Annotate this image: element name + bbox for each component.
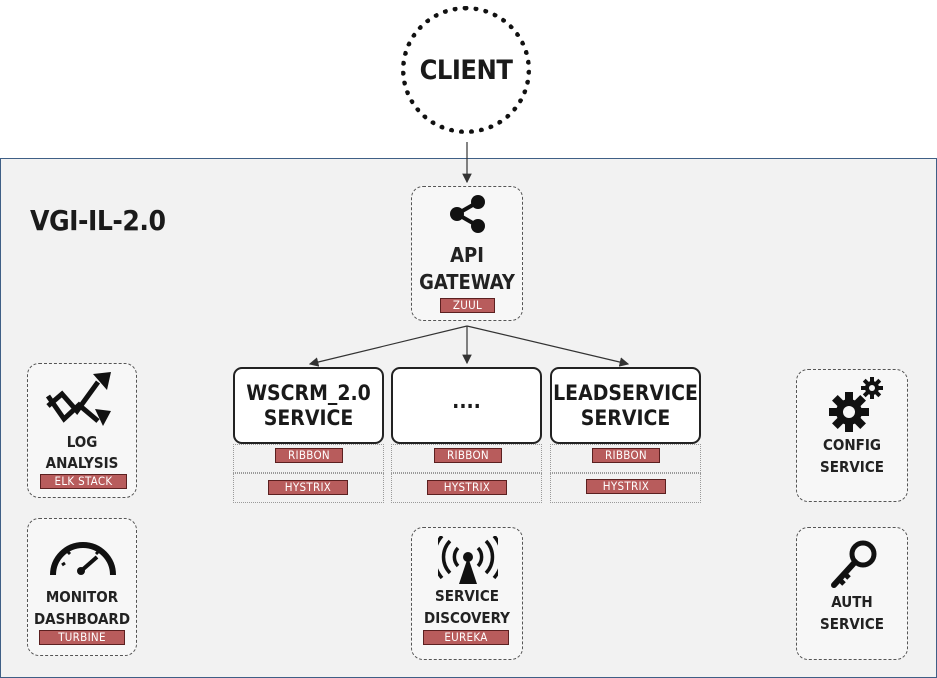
service-1-ribbon-row: [233, 444, 384, 473]
wscrm-service-box: WSCRM_2.0 SERVICE: [233, 367, 384, 444]
gears-icon: [829, 377, 883, 432]
service-2-hystrix-tag: HYSTRIX: [427, 480, 507, 495]
discovery-line2: DISCOVERY: [424, 609, 510, 627]
service-1-line1: WSCRM_2.0: [246, 381, 371, 406]
turbine-tag: TURBINE: [39, 630, 125, 645]
service-3-hystrix-tag: HYSTRIX: [586, 479, 666, 494]
key-icon: [831, 540, 877, 588]
monitor-line2: DASHBOARD: [33, 610, 131, 628]
service-3-ribbon-row: [550, 444, 701, 473]
service-1-ribbon-tag: RIBBON: [275, 448, 343, 463]
placeholder-service-box: ....: [391, 367, 542, 444]
gauge-icon: [50, 542, 116, 576]
api-gateway-line1: API: [450, 243, 484, 267]
api-gateway-line2: GATEWAY: [419, 270, 515, 294]
zuul-tag: ZUUL: [440, 298, 495, 313]
config-service-box: CONFIG SERVICE: [796, 369, 908, 502]
elk-stack-tag: ELK STACK: [40, 474, 127, 489]
share-icon: [450, 195, 485, 233]
auth-line1: AUTH: [831, 593, 873, 611]
auth-line2: SERVICE: [820, 615, 884, 633]
auth-service-box: AUTH SERVICE: [796, 527, 908, 660]
system-title: VGI-IL-2.0: [30, 204, 166, 237]
service-2-line1: ....: [452, 389, 481, 413]
service-3-ribbon-tag: RIBBON: [592, 448, 660, 463]
monitor-dashboard-box: MONITOR DASHBOARD TURBINE: [27, 518, 137, 656]
discovery-line1: SERVICE: [435, 587, 499, 605]
trend-chart-icon: [45, 372, 111, 426]
config-line1: CONFIG: [823, 436, 881, 454]
service-3-line2: SERVICE: [580, 405, 671, 430]
service-discovery-box: SERVICE DISCOVERY EUREKA: [411, 527, 523, 660]
eureka-tag: EUREKA: [423, 630, 509, 645]
leadservice-service-box: LEADSERVICE SERVICE: [550, 367, 701, 444]
service-2-ribbon-tag: RIBBON: [434, 448, 502, 463]
service-3-hystrix-row: [550, 473, 701, 503]
service-1-hystrix-tag: HYSTRIX: [268, 480, 348, 495]
log-line1: LOG: [66, 433, 98, 451]
log-line2: ANALYSIS: [45, 454, 119, 472]
service-2-ribbon-row: [391, 444, 542, 473]
service-1-line2: SERVICE: [263, 405, 354, 430]
client-label: CLIENT: [419, 54, 513, 86]
api-gateway-box: API GATEWAY ZUUL: [411, 186, 523, 321]
log-analysis-box: LOG ANALYSIS ELK STACK: [27, 363, 137, 498]
client-node: CLIENT: [401, 6, 531, 134]
service-2-hystrix-row: [391, 473, 542, 503]
config-line2: SERVICE: [820, 458, 884, 476]
wireless-tower-icon: [438, 536, 498, 584]
service-1-hystrix-row: [233, 473, 384, 503]
service-3-line1: LEADSERVICE: [553, 381, 698, 406]
monitor-line1: MONITOR: [45, 588, 119, 606]
